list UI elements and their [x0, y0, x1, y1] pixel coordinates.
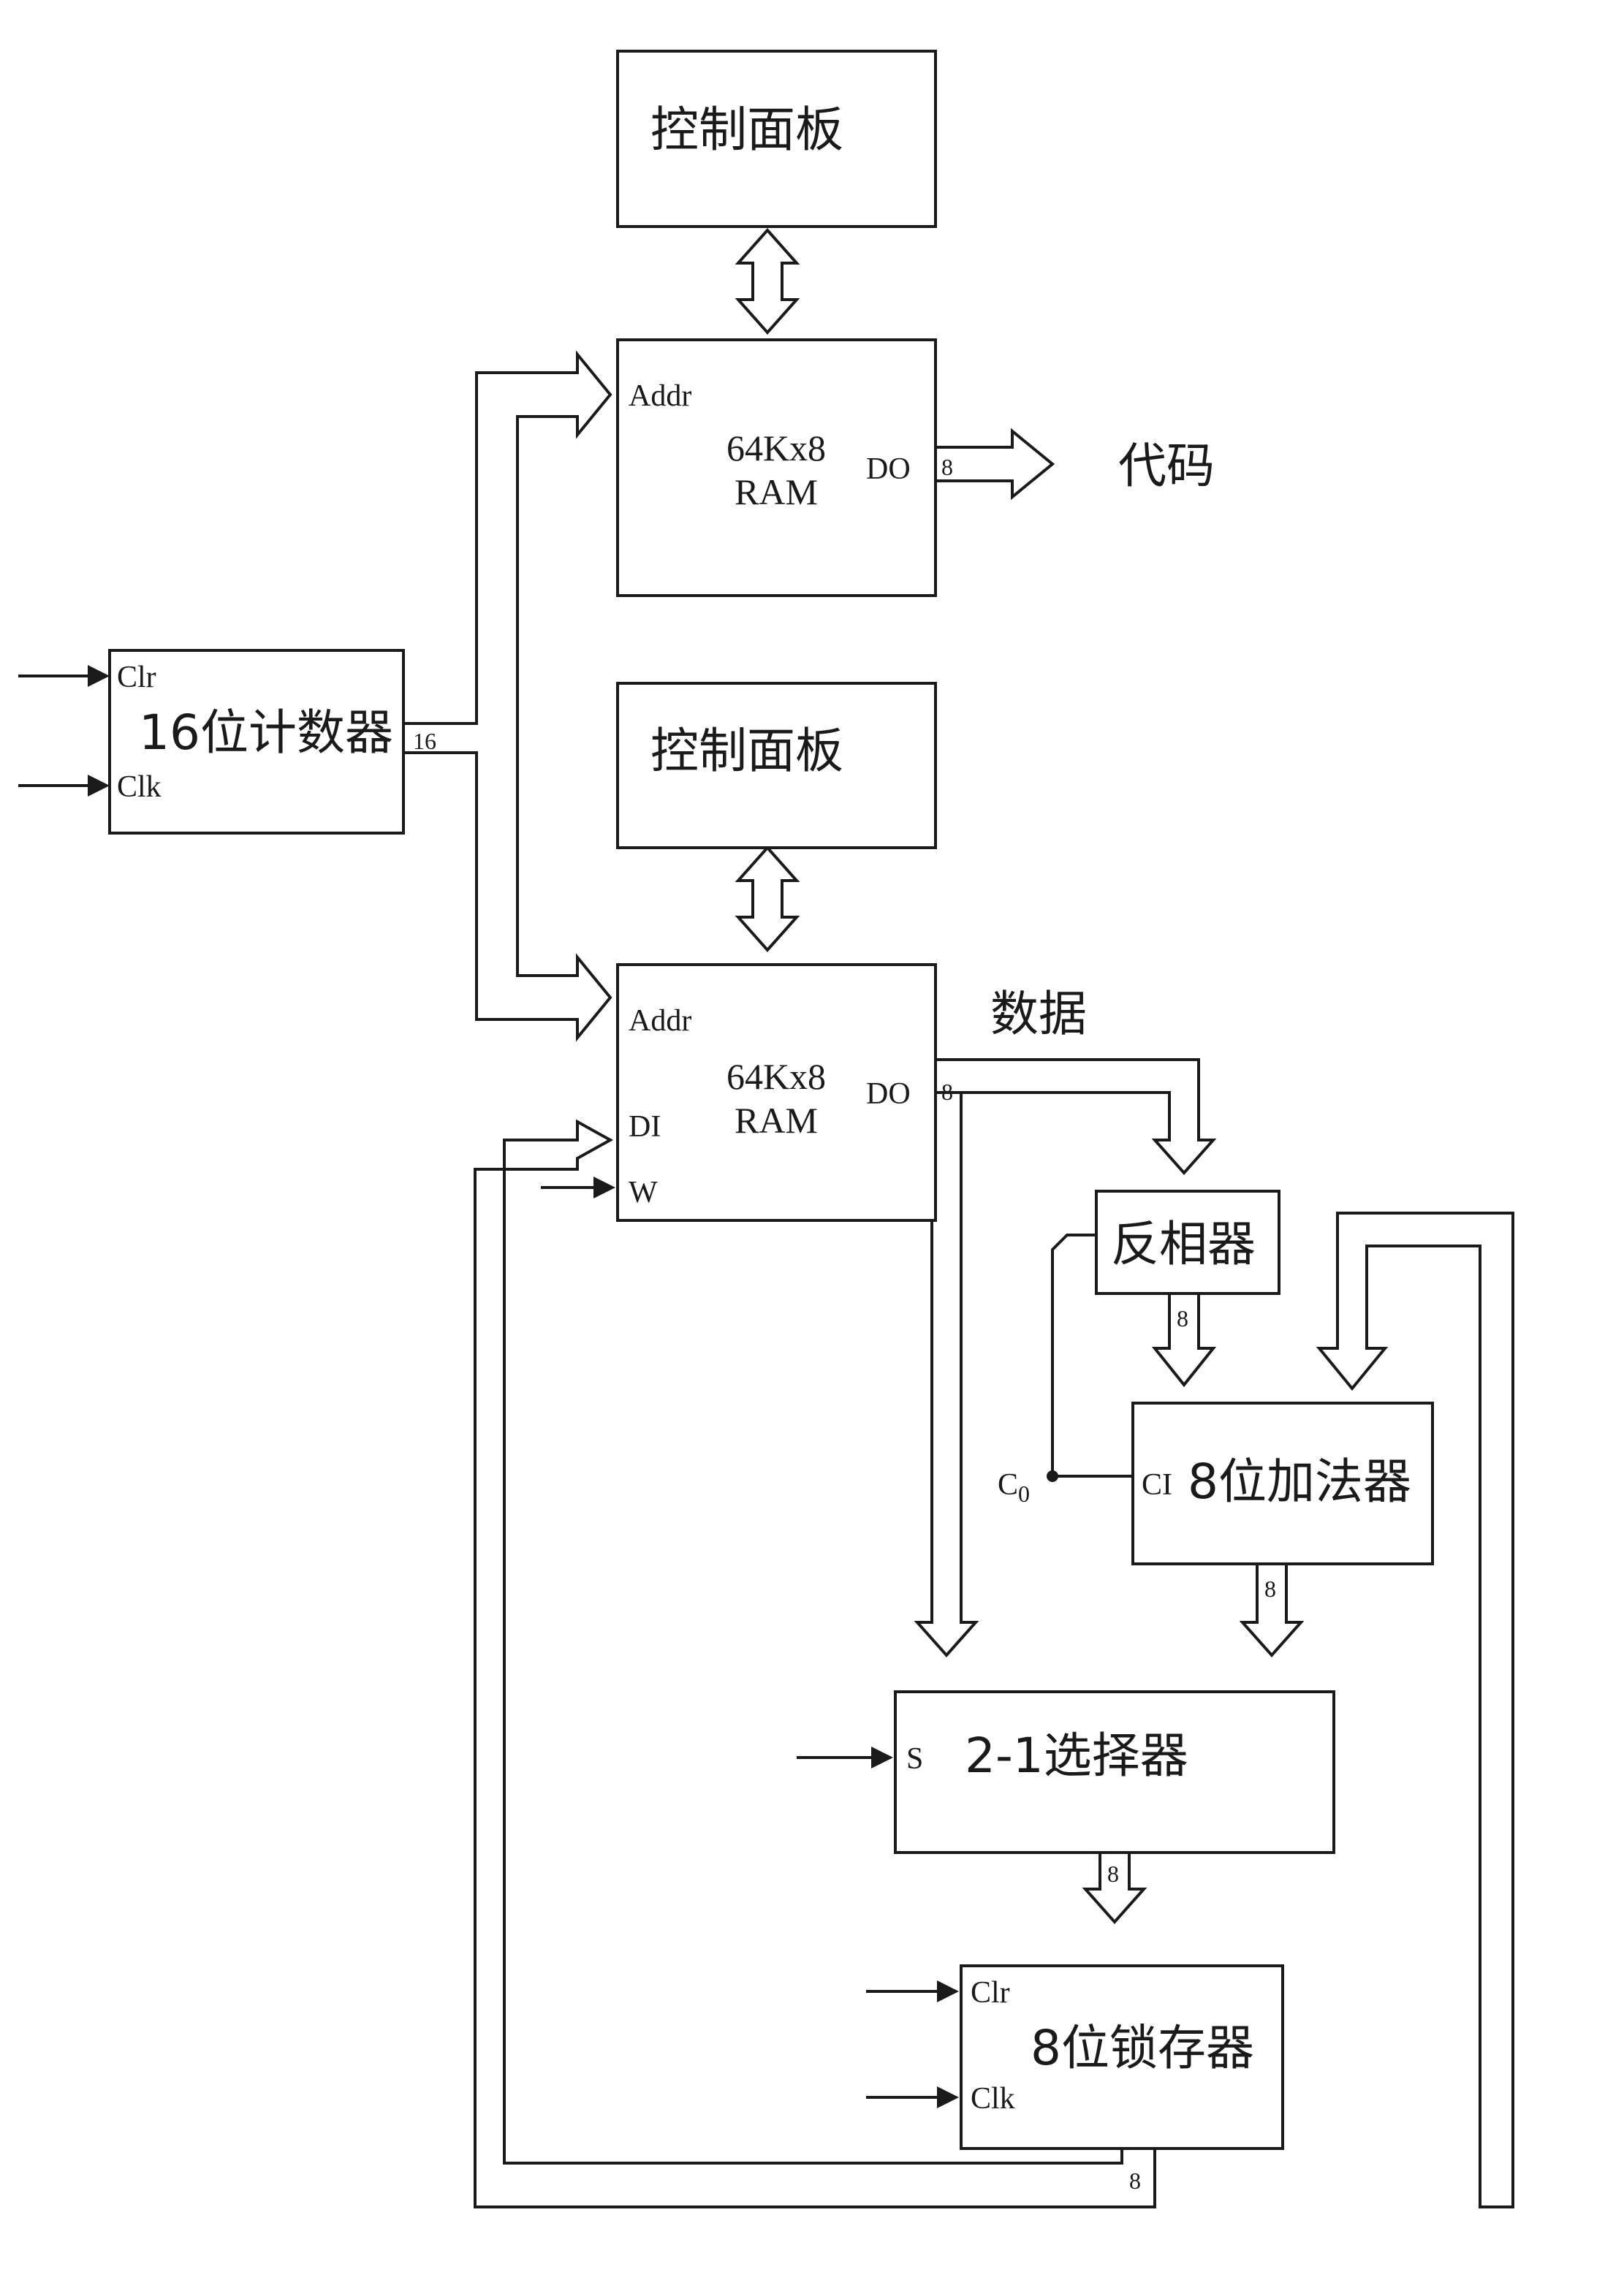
counter-clr-label: Clr: [117, 661, 156, 694]
latch-block: [960, 1964, 1284, 2150]
control-panel-2: [616, 682, 937, 849]
adder-block: [1131, 1402, 1434, 1565]
counter-clk-arrowhead: [88, 775, 110, 797]
ram1-do-width: 8: [941, 454, 953, 480]
ram2-inverter-bus: [921, 1058, 1217, 1176]
adder-ci-label: CI: [1142, 1468, 1172, 1502]
adder-feedback-bus: [1316, 1212, 1514, 2208]
inverter-block: [1095, 1190, 1280, 1295]
ram2-mux-bus: [914, 1091, 979, 1658]
mux-out-width: 8: [1107, 1861, 1119, 1887]
ram2-w-label: W: [629, 1176, 658, 1209]
counter-label: 16位计数器: [139, 704, 393, 761]
mux-s-label: S: [906, 1742, 923, 1776]
ram1-addr-label: Addr: [629, 379, 691, 413]
c0-junction-dot: [1047, 1470, 1058, 1482]
counter-width-label: 16: [413, 728, 436, 754]
feedback-bus: [474, 1119, 1156, 2208]
ram2-w-arrowhead: [593, 1177, 615, 1198]
ram2-do-label: DO: [866, 1077, 911, 1111]
code-output-label: 代码: [1118, 438, 1215, 494]
c0-control-wire: [1051, 1234, 1133, 1478]
ram2-block: [616, 963, 937, 1222]
control-panel-2-label: 控制面板: [650, 723, 843, 779]
latch-out-width: 8: [1129, 2167, 1141, 2194]
control-panel-1-label: 控制面板: [650, 102, 843, 158]
ram1-code-bus: [921, 428, 1055, 501]
ram1-line2: RAM: [735, 471, 818, 512]
latch-clk-arrowhead: [937, 2086, 959, 2108]
mux-label: 2-1选择器: [965, 1728, 1188, 1784]
ram2-do-width: 8: [941, 1079, 953, 1105]
panel1-ram1-bus: [735, 227, 800, 335]
ram1-block: [616, 338, 937, 597]
counter-block: [108, 649, 405, 835]
ram1-do-label: DO: [866, 452, 911, 486]
data-output-label: 数据: [990, 986, 1087, 1042]
ram2-di-label: DI: [629, 1110, 661, 1144]
latch-clr-arrowhead: [937, 1980, 959, 2002]
counter-clk-label: Clk: [117, 770, 162, 804]
control-panel-1: [616, 50, 937, 228]
ram2-line1: 64Kx8: [726, 1056, 826, 1097]
inverter-out-width: 8: [1177, 1305, 1188, 1331]
mux-block: [894, 1690, 1335, 1854]
adder-out-width: 8: [1264, 1576, 1276, 1602]
latch-clk-label: Clk: [971, 2082, 1015, 2116]
latch-clr-label: Clr: [971, 1976, 1010, 2010]
adder-c0-label: C0: [998, 1468, 1030, 1507]
inverter-label: 反相器: [1111, 1216, 1256, 1272]
counter-clr-arrowhead: [88, 665, 110, 687]
ram2-line2: RAM: [735, 1100, 818, 1141]
address-bus: [402, 350, 612, 1042]
latch-label: 8位锁存器: [1031, 2020, 1254, 2076]
mux-s-arrowhead: [871, 1747, 893, 1768]
ram2-addr-label: Addr: [629, 1004, 691, 1038]
adder-label: 8位加法器: [1188, 1454, 1411, 1510]
panel2-ram2-bus: [735, 845, 800, 953]
ram1-line1: 64Kx8: [726, 428, 826, 468]
